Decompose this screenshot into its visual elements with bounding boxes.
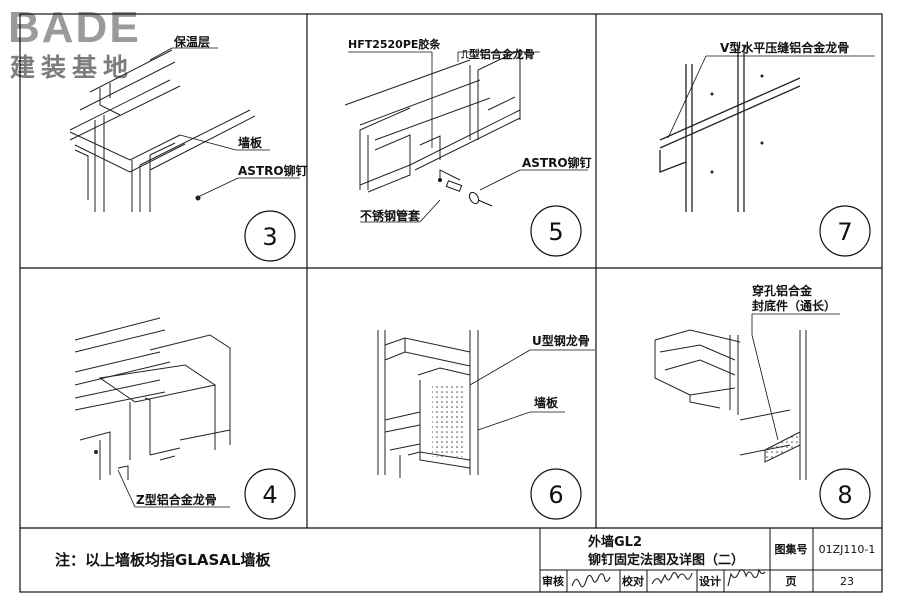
brand-logo-cjk: 建装基地 [10,53,135,82]
detail-number-8: 8 [837,481,852,509]
review-label: 审核 [542,574,564,588]
label-steel-sleeve: 不锈钢管套 [360,208,421,223]
atlas-number-value: 01ZJ110-1 [819,543,876,556]
detail-number-4: 4 [262,481,277,509]
panel-5-drawing [344,49,521,193]
label-u-steel-keel: U型钢龙骨 [532,333,590,348]
panel-8-perforated-closure [764,431,801,463]
general-note: 注：以上墙板均指GLASAL墙板 [55,551,271,569]
detail-circle-7 [819,205,871,257]
label-astro-rivet-5: ASTRO铆钉 [522,155,592,170]
atlas-number-label: 图集号 [775,542,808,556]
label-z-keel: Z型铝合金龙骨 [136,492,217,507]
panel-3-leaders [149,47,300,198]
label-insulation: 保温层 [173,34,210,49]
detail-number-7: 7 [837,218,852,246]
panel-5-leaders [348,51,588,223]
panel-6-drawing [377,330,479,478]
detail-circle-5 [530,205,582,257]
page-number: 23 [840,575,854,588]
brand-logo-latin: BADE [8,3,141,52]
sheet-frame [19,13,883,593]
detail-number-3: 3 [262,223,277,251]
detail-number-6: 6 [548,481,563,509]
label-astro-rivet: ASTRO铆钉 [238,163,308,178]
panel-6-leaders [469,349,595,431]
detail-circle-3 [244,210,296,262]
detail-circle-4 [244,468,296,520]
panel-7-leaders [667,55,875,139]
brand-watermark: BADE 建装基地 [8,6,178,86]
panel-7-fasteners [710,74,764,174]
title-line-1: 外墙GL2 [587,534,642,550]
detail-circle-6 [530,468,582,520]
label-perforated-closure-line2: 封底件（通长） [752,298,836,313]
panel-8-drawing [654,329,807,480]
panel-6-insulation-fill [432,385,464,457]
page-label: 页 [786,575,797,588]
panel-7-drawing [659,45,801,212]
panel-5-rivet-assembly [438,178,493,207]
label-v-joint-keel: V型水平压缝铝合金龙骨 [720,40,849,55]
designer-signature [727,568,766,587]
detail-circle-8 [819,468,871,520]
design-label: 设计 [699,574,721,588]
panel-4-leaders [117,469,230,508]
label-u-keel-aluminum: ⎍型铝合金龙骨 [460,47,535,61]
rivet-marker-4 [94,450,98,454]
reviewer-signature [571,573,611,588]
panel-4-drawing [74,317,231,480]
label-perforated-closure-line1: 穿孔铝合金 [752,283,813,298]
panel-8-leaders [751,313,840,441]
title-block-grid [539,528,882,592]
label-wall-panel: 墙板 [238,135,263,150]
checker-signature [651,572,693,585]
detail-number-5: 5 [548,218,563,246]
label-wall-panel-6: 墙板 [534,395,559,410]
panel-3-drawing [69,49,256,212]
check-label: 校对 [622,574,644,588]
label-gasket: HFT2520PE胶条 [348,37,441,51]
rivet-marker-3 [195,195,201,201]
title-line-2: 铆钉固定法图及详图（二） [588,552,744,568]
